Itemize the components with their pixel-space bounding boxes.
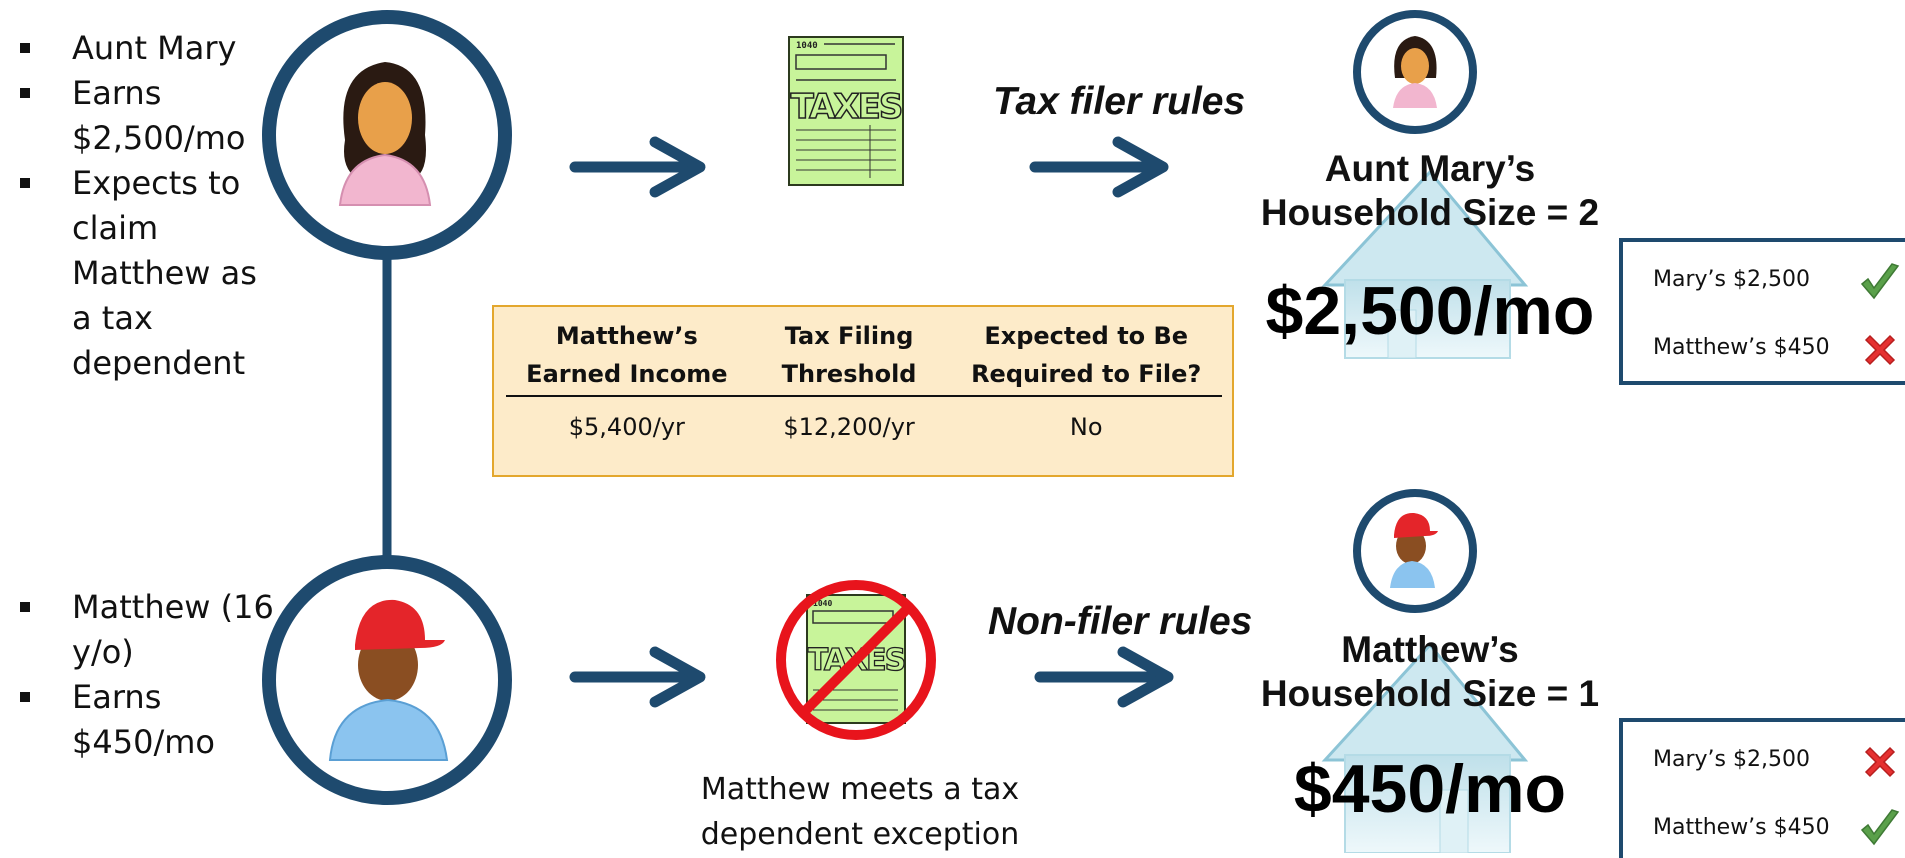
matthew-fact-name: Matthew (16 y/o): [14, 585, 284, 675]
tax-form-icon: 1040 TAXES: [788, 36, 904, 186]
exception-line-1: Matthew meets a tax: [700, 772, 1020, 807]
arrow-matthew-to-form: [569, 646, 706, 708]
arrow-mary-to-form: [569, 136, 706, 198]
header-required-to-file: Expected to Be Required to File?: [950, 317, 1222, 397]
tax-filer-rules-label: Tax filer rules: [993, 80, 1246, 123]
mary-household-size: Household Size = 2: [1260, 192, 1600, 233]
matthew-facts: Matthew (16 y/o) Earns $450/mo: [14, 585, 284, 765]
mary-check-row-1: Mary’s $2,500: [1653, 267, 1810, 292]
matthew-avatar: [262, 555, 512, 805]
arrow-form-to-household: [1029, 136, 1169, 198]
matthew-check-row-1: Mary’s $2,500: [1653, 747, 1810, 772]
aunt-mary-facts: Aunt Mary Earns $2,500/mo Expects to cla…: [14, 26, 284, 386]
mary-check-row-2: Matthew’s $450: [1653, 335, 1830, 360]
cell-filing-threshold: $12,200/yr: [783, 413, 915, 441]
matthew-household-size: Household Size = 1: [1260, 673, 1600, 714]
mary-household-name: Aunt Mary’s: [1324, 148, 1536, 189]
mary-income-checklist: Mary’s $2,500 Matthew’s $450: [1619, 238, 1905, 385]
header-earned-income: Matthew’s Earned Income: [506, 317, 748, 397]
header-filing-threshold: Tax Filing Threshold: [747, 317, 951, 397]
matthew-household-name: Matthew’s: [1341, 629, 1519, 670]
cross-icon: [1861, 331, 1899, 373]
mary-household-income: $2,500/mo: [1265, 273, 1595, 349]
prohibited-icon: [776, 580, 936, 740]
check-icon: [1859, 262, 1901, 306]
aunt-mary-avatar: [262, 10, 512, 260]
mary-house-icon: [1321, 169, 1529, 359]
cross-icon: [1861, 743, 1899, 785]
filing-threshold-table: Matthew’s Earned Income Tax Filing Thres…: [492, 305, 1234, 477]
non-filer-rules-label: Non-filer rules: [988, 600, 1253, 643]
matthew-check-row-2: Matthew’s $450: [1653, 815, 1830, 840]
exception-line-2: dependent exception: [700, 817, 1020, 852]
matthew-fact-earnings: Earns $450/mo: [14, 675, 284, 765]
matthew-small-avatar: [1353, 489, 1477, 613]
mary-fact-earnings: Earns $2,500/mo: [14, 71, 284, 161]
no-tax-form-icon: 1040 TAXES: [776, 580, 936, 740]
matthew-household-title: Matthew’s Household Size = 1: [1230, 628, 1630, 716]
mary-small-avatar: [1353, 10, 1477, 134]
matthew-income-checklist: Mary’s $2,500 Matthew’s $450: [1619, 718, 1905, 858]
cell-earned-income: $5,400/yr: [568, 413, 685, 441]
tax-form-number: 1040: [796, 41, 818, 51]
matthew-household-income: $450/mo: [1293, 751, 1567, 827]
mary-fact-name: Aunt Mary: [14, 26, 284, 71]
mary-household-title: Aunt Mary’s Household Size = 2: [1230, 147, 1630, 235]
tax-form-label: TAXES: [791, 87, 902, 127]
check-icon: [1859, 808, 1901, 852]
matthew-house-icon: [1321, 642, 1529, 853]
arrow-form-to-household-bottom: [1034, 646, 1174, 708]
table-row: $5,400/yr $12,200/yr No: [506, 396, 1222, 441]
mary-fact-dependent: Expects to claim Matthew as a tax depend…: [14, 161, 284, 386]
dependent-exception-note: Matthew meets a tax dependent exception: [660, 767, 1060, 857]
cell-required-to-file: No: [1069, 413, 1103, 441]
no-tax-form-number: 1040: [813, 599, 832, 608]
